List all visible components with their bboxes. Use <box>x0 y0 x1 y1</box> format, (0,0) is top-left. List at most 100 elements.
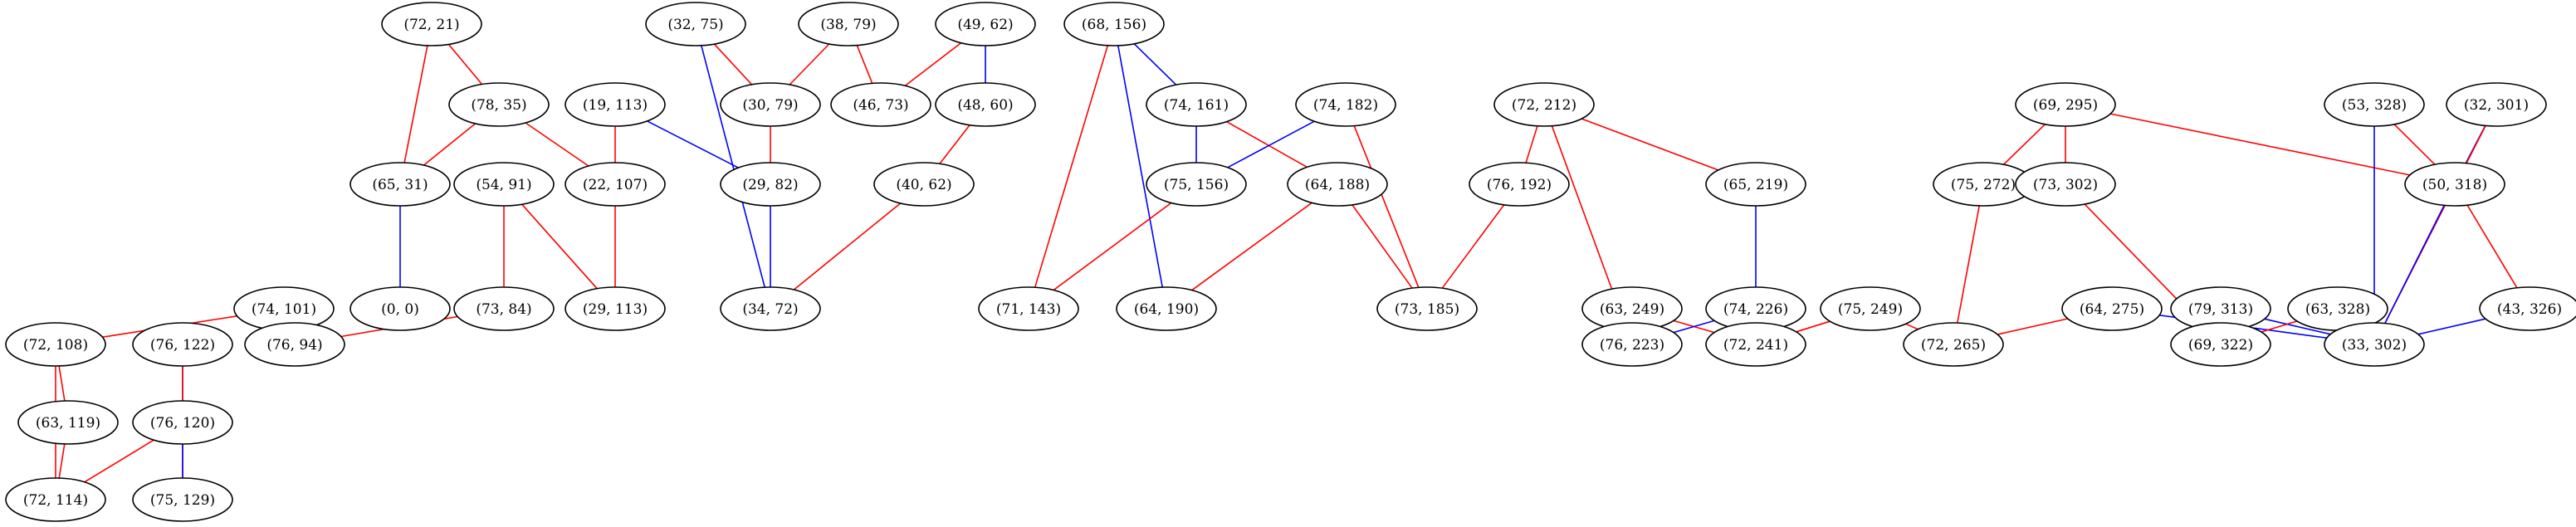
node-ellipse <box>244 322 345 367</box>
node-label: (22, 107) <box>583 177 648 193</box>
node-ellipse <box>1493 82 1595 127</box>
node-label: (75, 129) <box>150 492 215 509</box>
edge-n2-n3 <box>423 123 477 166</box>
graph-node: (72, 21) <box>381 2 482 46</box>
edges-layer <box>55 42 2518 483</box>
node-ellipse <box>453 162 555 207</box>
graph-node: (33, 302) <box>2324 322 2425 367</box>
nodes-layer: (72, 21)(78, 35)(65, 31)(0, 0)(19, 113)(… <box>5 2 2576 522</box>
graph-node: (75, 249) <box>1820 286 1921 331</box>
graph-node: (64, 275) <box>2061 286 2163 331</box>
edge-n48-n55 <box>2264 318 2331 335</box>
node-ellipse <box>1581 322 1683 367</box>
graph-node: (69, 295) <box>2015 82 2116 127</box>
graph-node: (64, 190) <box>1116 286 1217 331</box>
node-label: (73, 84) <box>476 301 531 318</box>
node-ellipse <box>873 162 975 207</box>
node-label: (29, 82) <box>742 177 798 193</box>
node-ellipse <box>132 477 233 522</box>
node-ellipse <box>1146 82 1247 127</box>
node-label: (69, 322) <box>2188 337 2253 354</box>
edge-n18-n23 <box>701 45 765 288</box>
graph-node: (76, 94) <box>244 322 345 367</box>
node-label: (75, 249) <box>1838 301 1903 318</box>
node-ellipse <box>1469 162 1570 207</box>
edge-n7-n9 <box>521 203 598 290</box>
node-label: (74, 182) <box>1313 97 1378 114</box>
node-label: (50, 318) <box>2422 177 2487 193</box>
edge-n35-n37 <box>1581 118 1718 171</box>
graph-node: (29, 82) <box>720 162 821 207</box>
node-label: (76, 94) <box>266 337 322 354</box>
graph-node: (0, 0) <box>349 286 451 331</box>
graph-node: (72, 114) <box>5 477 106 522</box>
graph-node: (69, 322) <box>2170 322 2271 367</box>
edge-n12-n13 <box>58 365 66 402</box>
node-label: (63, 249) <box>1600 301 1664 318</box>
node-ellipse <box>2404 162 2505 207</box>
node-ellipse <box>17 400 119 445</box>
node-ellipse <box>1287 162 1388 207</box>
graph-node: (74, 226) <box>1705 286 1806 331</box>
node-ellipse <box>1116 286 1217 331</box>
graph-node: (71, 143) <box>978 286 1079 331</box>
node-ellipse <box>381 2 482 46</box>
graph-node: (73, 302) <box>2015 162 2116 207</box>
edge-n51-n53 <box>2393 124 2436 165</box>
node-ellipse <box>1295 82 1396 127</box>
node-ellipse <box>1146 162 1247 207</box>
node-ellipse <box>935 82 1036 127</box>
edge-n39-n40 <box>1673 320 1715 334</box>
graph-node: (30, 79) <box>720 82 821 127</box>
graph-node: (75, 129) <box>132 477 233 522</box>
node-label: (69, 295) <box>2033 97 2098 114</box>
node-label: (32, 301) <box>2464 97 2529 114</box>
node-label: (54, 91) <box>476 177 531 193</box>
graph-node: (54, 91) <box>453 162 555 207</box>
node-ellipse <box>2170 322 2271 367</box>
graph-node: (19, 113) <box>565 82 666 127</box>
edge-n29-n30 <box>1053 202 1172 291</box>
graph-node: (72, 212) <box>1493 82 1595 127</box>
edge-n16-n14 <box>84 439 154 483</box>
node-ellipse <box>132 322 233 367</box>
edge-n47-n43 <box>1997 318 2068 335</box>
edge-n24-n21 <box>904 42 962 86</box>
node-ellipse <box>349 162 451 207</box>
graph-node: (73, 185) <box>1376 286 1478 331</box>
edge-n53-n55 <box>2384 205 2445 324</box>
node-ellipse <box>2015 82 2116 127</box>
node-label: (76, 192) <box>1487 177 1552 193</box>
graph-node: (74, 101) <box>233 286 335 331</box>
graph-node: (22, 107) <box>565 162 666 207</box>
node-label: (68, 156) <box>1082 17 1146 33</box>
graph-node: (75, 272) <box>1933 162 2034 207</box>
node-label: (65, 219) <box>1723 177 1788 193</box>
node-label: (19, 113) <box>583 97 648 114</box>
edge-n13-n14 <box>58 443 66 479</box>
graph-node: (38, 79) <box>798 2 899 46</box>
node-ellipse <box>5 322 106 367</box>
node-label: (32, 75) <box>667 17 723 33</box>
graph-node: (72, 241) <box>1705 322 1806 367</box>
graph-node: (72, 265) <box>1903 322 2004 367</box>
node-label: (71, 143) <box>996 301 1061 318</box>
node-label: (63, 119) <box>36 415 100 432</box>
graph-node: (40, 62) <box>873 162 975 207</box>
node-ellipse <box>935 2 1036 46</box>
edge-n5-n22 <box>647 120 739 168</box>
node-ellipse <box>645 2 746 46</box>
edge-n42-n43 <box>1905 323 1919 330</box>
node-ellipse <box>830 82 931 127</box>
graph-node: (76, 223) <box>1581 322 1683 367</box>
node-ellipse <box>2479 286 2576 331</box>
node-label: (53, 328) <box>2342 97 2407 114</box>
edge-n54-n55 <box>2417 318 2486 335</box>
node-ellipse <box>448 82 550 127</box>
node-label: (34, 72) <box>742 301 798 318</box>
edge-n33-n31 <box>1191 202 1312 291</box>
edge-n1-n2 <box>447 43 483 85</box>
graph-node: (32, 301) <box>2446 82 2547 127</box>
edge-n20-n21 <box>856 45 873 84</box>
